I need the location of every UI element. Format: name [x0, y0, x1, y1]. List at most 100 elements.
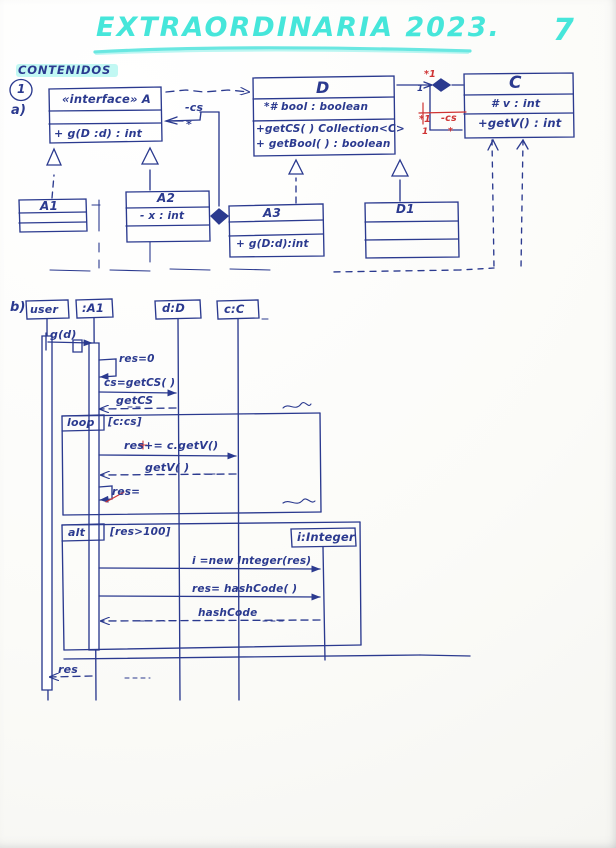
- message-g-d: [47, 339, 93, 347]
- message-hashcode: [98, 593, 321, 601]
- frame-bottom-line-ext: [419, 654, 471, 657]
- fragment-alt: [61, 521, 362, 651]
- sequence-diagram: [25, 298, 471, 701]
- class-box-D1: [364, 201, 460, 259]
- page-title: EXTRAORDINARIA 2023.: [96, 12, 501, 43]
- class-D-attribute-0: *# bool : boolean: [264, 101, 369, 113]
- class-A2-name: A2: [157, 191, 176, 205]
- class-A1-name: A1: [40, 199, 59, 213]
- contenidos-highlight: [16, 64, 118, 77]
- message-res-0: [98, 358, 117, 380]
- red-tick-res: [105, 491, 125, 503]
- messages: [45, 332, 321, 677]
- class-A2-attribute-0: - x : int: [140, 210, 185, 222]
- message-res-assign: [98, 485, 113, 503]
- question-number: 1: [17, 82, 26, 96]
- lifeline-head-iInteger: [290, 527, 357, 548]
- lifeline-label-a1: :A1: [82, 301, 105, 315]
- page-number: 7: [553, 13, 576, 48]
- class-D1-name: D1: [396, 202, 415, 216]
- message-getCS-return: [100, 408, 177, 409]
- message-res-return: [50, 676, 93, 677]
- message-getV-return: [101, 474, 237, 475]
- generalization-A2-to-A: [140, 146, 160, 191]
- assoc-d-c-mult-right: *: [448, 126, 454, 137]
- correction-top: *1: [424, 69, 436, 80]
- sequence-pen-artifacts: [124, 318, 287, 679]
- section-label: CONTENIDOS: [18, 63, 112, 77]
- lifeline-head-user: [25, 299, 70, 320]
- assoc-a-cs-mult: *: [186, 118, 192, 131]
- dependency-A-to-D: [165, 90, 249, 92]
- class-box-A1: [18, 198, 88, 233]
- message-label-hashcode-return: hashCode: [198, 607, 258, 619]
- message-label-getCS: getCS: [116, 394, 154, 407]
- red-corrections: [418, 102, 467, 125]
- fragment-guard-loop: [c:cs]: [108, 416, 142, 428]
- fragment-operator-loop: loop: [67, 416, 95, 429]
- message-label-res-assign: res=: [112, 486, 141, 498]
- part-b-label: b): [10, 300, 26, 315]
- class-D-operation-0: +getCS( ) Collection<C>: [256, 123, 405, 135]
- lifeline-label-cC: c:C: [224, 302, 245, 316]
- fragment-operator-alt: alt: [68, 526, 86, 539]
- part-a-label: a): [11, 103, 27, 118]
- class-box-A3: [228, 203, 325, 258]
- message-label-res-0: res=0: [119, 353, 155, 365]
- message-label-res-getV: res+= c.getV(): [124, 439, 219, 452]
- question-number-circle: [9, 78, 33, 102]
- message-hashcode-return: [101, 620, 321, 621]
- lifeline-label-dD: d:D: [162, 301, 185, 315]
- fragment-guard-alt: [res>100]: [110, 526, 171, 538]
- class-diagram: D (dashed, open arrow) ---------- -->: [9, 72, 575, 273]
- class-box-A: [48, 86, 163, 144]
- message-label-g-d: g(d): [50, 328, 77, 341]
- generalization-D1-to-D: [390, 158, 410, 202]
- association-A-cs: [163, 111, 220, 207]
- lifeline-label-iInteger: i:Integer: [297, 530, 355, 544]
- realization-lines-from-C: [459, 139, 524, 271]
- lifeline-head-a1: [75, 298, 114, 319]
- class-D-name: D: [316, 78, 330, 97]
- assoc-a-cs-role: -cs: [185, 101, 204, 114]
- realization-A1-to-A: [46, 147, 62, 199]
- title-underline: [93, 46, 472, 55]
- fragment-loop: [61, 402, 322, 516]
- assoc-d-c-mult-left: 1: [422, 127, 429, 137]
- lifeline-head-cC: [216, 299, 260, 320]
- class-box-D: [252, 75, 396, 157]
- generalization-A3-to-D: [287, 158, 305, 204]
- class-C-operation-0: +getV() : int: [478, 116, 562, 130]
- correction-left: *1: [419, 114, 431, 125]
- class-D-operation-1: + getBool( ) : boolean: [256, 138, 391, 150]
- lifeline-head-dD: [154, 299, 202, 320]
- assoc-d-c-mult-blue: 1: [417, 84, 424, 94]
- dashed-return-path: [329, 269, 461, 273]
- arrow-tips-under-C: [487, 138, 529, 151]
- message-label-hashcode: res= hashCode( ): [192, 583, 298, 595]
- message-label-res-return: res: [58, 663, 79, 676]
- message-label-new-integer: i =new Integer(res): [192, 555, 312, 567]
- pen-artifacts: [49, 199, 271, 272]
- message-res-getV: [98, 452, 237, 460]
- activation-bars: [41, 335, 100, 691]
- class-box-A2: [125, 190, 211, 243]
- lifeline-label-user: user: [30, 303, 59, 316]
- class-A-operation-0: + g(D :d) : int: [54, 127, 143, 140]
- class-C-attribute-0: # v : int: [491, 97, 541, 110]
- message-label-getV: getV( ): [145, 461, 190, 474]
- class-A-name: «interface» A: [62, 92, 151, 106]
- class-box-C: [463, 72, 575, 139]
- class-A3-operation-0: + g(D:d):int: [236, 238, 309, 250]
- message-new-integer: [98, 565, 321, 573]
- aggregation-diamond-A3: [210, 208, 230, 225]
- message-cs-getCS: [98, 389, 177, 397]
- assoc-d-c-role: -cs: [441, 113, 457, 124]
- class-C-name: C: [509, 73, 522, 93]
- message-label-cs-getCS: cs=getCS( ): [104, 377, 176, 389]
- class-A3-name: A3: [263, 206, 282, 220]
- red-plus-res: [138, 440, 148, 450]
- association-D-to-C: [396, 78, 464, 131]
